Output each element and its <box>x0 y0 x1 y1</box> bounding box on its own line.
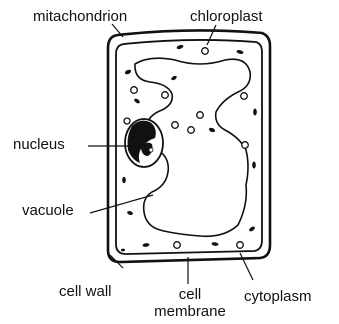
pointer-chloroplast <box>207 25 216 45</box>
pointer-lines <box>88 24 253 284</box>
nucleus <box>125 119 163 167</box>
label-mitachondrion: mitachondrion <box>33 8 127 25</box>
label-cell-membrane-line1: cell <box>150 286 230 303</box>
label-cell-membrane: cell membrane <box>150 286 230 320</box>
label-vacuole: vacuole <box>22 202 74 219</box>
label-cytoplasm: cytoplasm <box>244 288 312 305</box>
label-nucleus: nucleus <box>13 136 65 153</box>
label-chloroplast: chloroplast <box>190 8 263 25</box>
label-cell-membrane-line2: membrane <box>150 303 230 320</box>
label-cell-wall: cell wall <box>59 283 112 300</box>
